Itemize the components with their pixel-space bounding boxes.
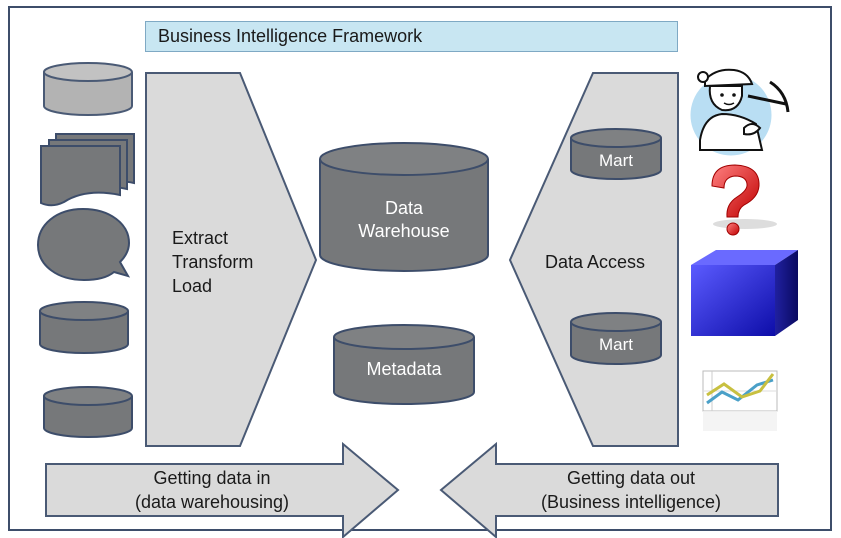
warehouse-label-line2: Warehouse (358, 221, 449, 241)
data-access-block: Data Access (508, 72, 679, 447)
mart-cylinder: Mart (570, 312, 662, 365)
database-icon (43, 62, 133, 116)
line-chart-icon (702, 370, 778, 431)
speech-bubble-icon (36, 207, 131, 282)
documents-icon (40, 133, 135, 207)
etl-label-transform: Transform (172, 252, 253, 272)
mart-label: Mart (599, 151, 633, 170)
mart-cylinder: Mart (570, 128, 662, 180)
arrow-in-line1: Getting data in (153, 468, 270, 488)
cube-icon (691, 250, 798, 336)
metadata-label: Metadata (366, 359, 442, 379)
data-access-label: Data Access (545, 252, 645, 272)
database-icon (43, 386, 133, 438)
diagram-title: Business Intelligence Framework (145, 21, 678, 52)
mart-label: Mart (599, 335, 633, 354)
etl-block: Extract Transform Load (145, 72, 318, 447)
etl-label-extract: Extract (172, 228, 228, 248)
warehouse-label-line1: Data (385, 198, 424, 218)
metadata-cylinder: Metadata (333, 324, 475, 405)
getting-data-in-arrow: Getting data in (data warehousing) (45, 441, 400, 538)
miner-icon (690, 68, 790, 156)
arrow-out-line2: (Business intelligence) (541, 492, 721, 512)
question-mark-icon (711, 164, 777, 236)
getting-data-out-arrow: Getting data out (Business intelligence) (439, 441, 779, 538)
etl-label-load: Load (172, 276, 212, 296)
arrow-out-line1: Getting data out (567, 468, 695, 488)
arrow-in-line2: (data warehousing) (135, 492, 289, 512)
data-warehouse-cylinder: Data Warehouse (319, 142, 489, 272)
database-icon (39, 301, 129, 354)
